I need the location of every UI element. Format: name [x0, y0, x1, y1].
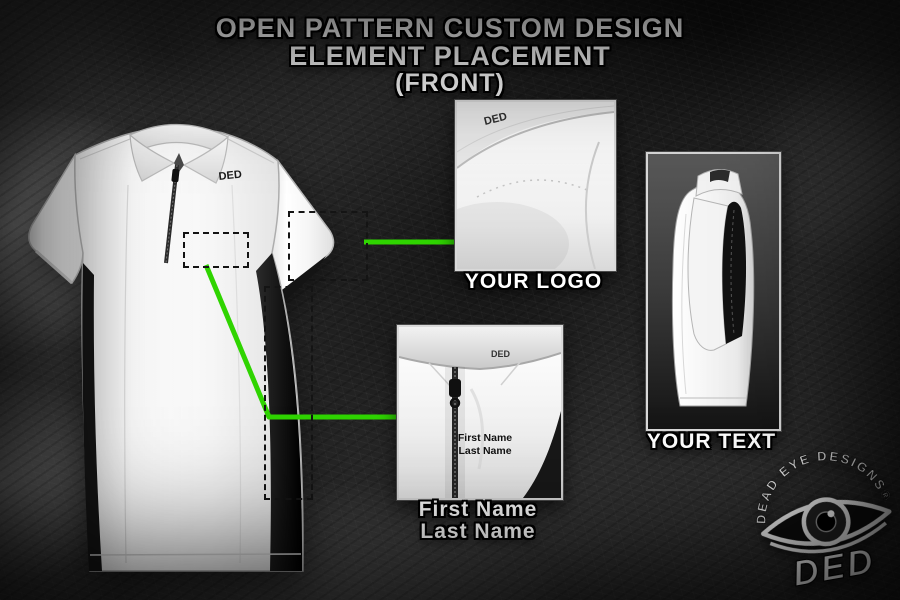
sleeve-seam: [584, 141, 600, 269]
chest-collar-band: [399, 327, 561, 369]
zipper-icon: [164, 164, 180, 264]
name-label: First Name Last Name: [390, 498, 566, 544]
collar-brand-tag: DED: [483, 111, 508, 128]
detail-photo-shoulder: DED: [455, 100, 616, 271]
left-cuff-seam: [35, 249, 73, 285]
panel-stitch: [730, 209, 735, 335]
ded-brand-logo: DEAD EYE DESIGNS® DED: [731, 413, 900, 600]
stitch-arc: [476, 179, 588, 198]
detail-photo-side: [646, 152, 781, 431]
chest-brand-logo: DED: [218, 169, 242, 183]
side-sleeve-black-panel: [722, 201, 747, 344]
collar-flap-left-edge: [428, 362, 452, 388]
chest-collar-seam: [399, 352, 561, 371]
brand-wordmark: DED: [790, 540, 879, 594]
chest-black-panel: [523, 411, 561, 498]
title-line-1: OPEN PATTERN CUSTOM DESIGN: [215, 13, 685, 43]
title-line-3: (FRONT): [395, 69, 505, 98]
zipper-closeup-icon: [445, 367, 465, 498]
side-collar-inner: [710, 169, 730, 182]
eye-icon: [760, 497, 892, 554]
your-text-label: YOUR TEXT: [646, 430, 777, 453]
name-sample-line2: Last Name: [458, 445, 511, 457]
left-shoulder-seam: [79, 138, 131, 160]
poster-title: OPEN PATTERN CUSTOM DESIGN ELEMENT PLACE…: [0, 14, 900, 96]
side-sleeve-white: [687, 197, 729, 351]
title-line-2: ELEMENT PLACEMENT: [289, 41, 611, 72]
hem-seam: [89, 553, 302, 556]
fabric-fold: [469, 388, 485, 470]
collar-flap-right-edge: [500, 360, 522, 386]
placement-zone-shoulder: [288, 211, 368, 281]
collar-band: [457, 102, 614, 168]
name-sample-line1: First Name: [458, 432, 512, 444]
collar-edge-seam: [457, 111, 614, 169]
fabric-shade: [457, 202, 569, 269]
right-shoulder-seam: [227, 138, 275, 164]
left-side-black-panel: [82, 263, 102, 571]
side-collar: [695, 169, 743, 197]
name-label-line1: First Name: [418, 498, 538, 521]
chest-collar-brand-tag: DED: [491, 349, 511, 359]
side-seam: [681, 213, 687, 395]
collar: [129, 123, 229, 184]
placement-zone-chest: [183, 232, 249, 268]
collar-inner-seam: [457, 105, 614, 153]
placement-zone-side: [264, 286, 313, 500]
your-logo-label: YOUR LOGO: [464, 270, 603, 293]
name-label-line2: Last Name: [420, 520, 536, 544]
detail-photo-chest: DED First Name Last Name: [397, 325, 563, 500]
left-front-seam: [124, 184, 129, 564]
